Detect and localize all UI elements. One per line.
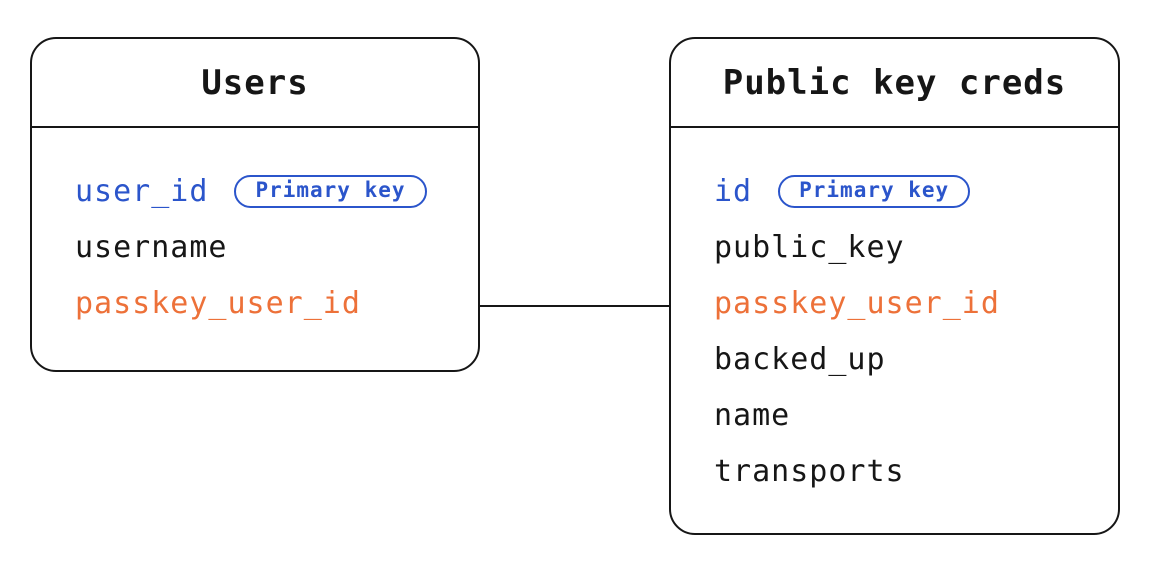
public-key-creds-table-body: id Primary key public_key passkey_user_i… [671,128,1118,499]
field-row: username [75,219,460,275]
field-name-id: id [714,173,753,209]
field-row: public_key [714,219,1100,275]
field-name-public-key: public_key [714,229,905,265]
primary-key-badge: Primary key [778,174,971,208]
field-row: passkey_user_id [75,275,460,331]
field-name-username: username [75,229,228,265]
public-key-creds-table-title: Public key creds [722,62,1067,103]
users-table-title: Users [201,62,309,103]
field-row: user_id Primary key [75,163,460,219]
field-row: backed_up [714,331,1100,387]
field-name-passkey-user-id: passkey_user_id [75,285,361,321]
field-name-name: name [714,397,791,433]
field-row: passkey_user_id [714,275,1100,331]
public-key-creds-table: Public key creds id Primary key public_k… [669,37,1120,535]
field-row: name [714,387,1100,443]
public-key-creds-table-header: Public key creds [671,39,1118,128]
field-name-passkey-user-id: passkey_user_id [714,285,1000,321]
field-name-user-id: user_id [75,173,209,209]
field-row: id Primary key [714,163,1100,219]
field-row: transports [714,443,1100,499]
primary-key-badge: Primary key [234,174,427,208]
field-name-transports: transports [714,453,905,489]
relationship-line [480,305,669,307]
users-table-body: user_id Primary key username passkey_use… [32,128,478,331]
users-table: Users user_id Primary key username passk… [30,37,480,372]
users-table-header: Users [32,39,478,128]
field-name-backed-up: backed_up [714,341,886,377]
